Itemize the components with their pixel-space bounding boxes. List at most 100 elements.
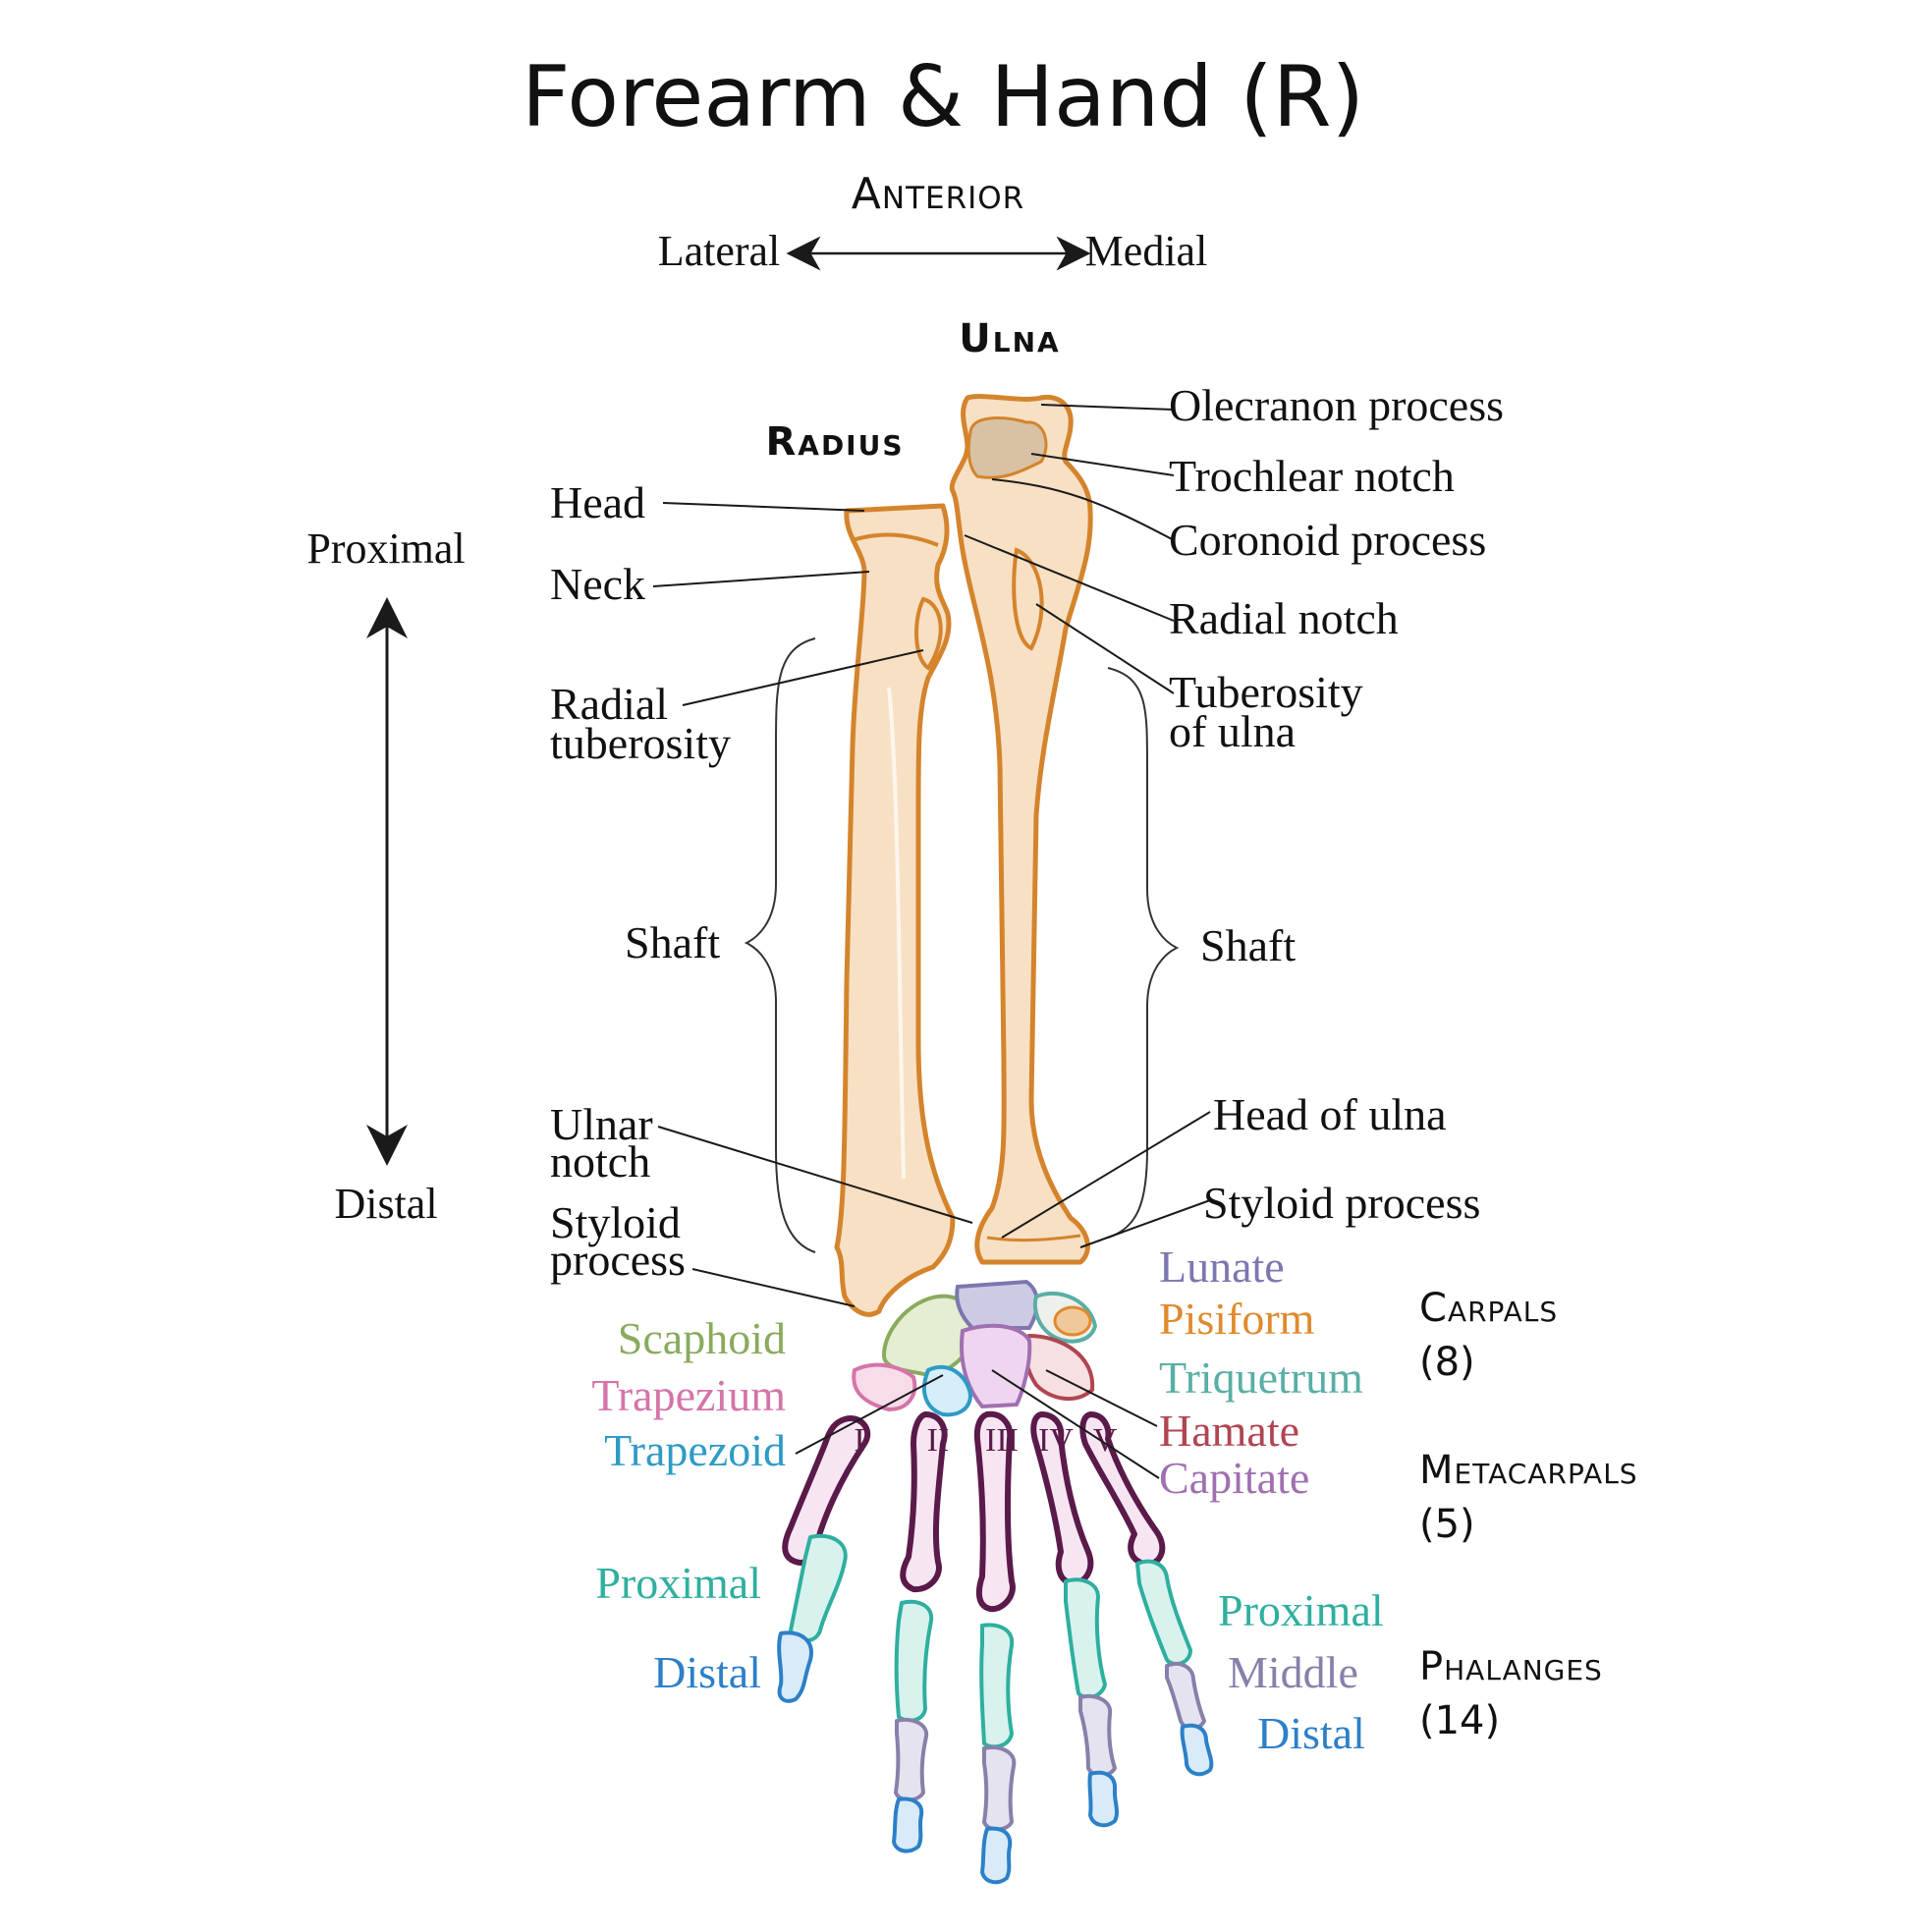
metacarpal-numeral-v: V bbox=[1093, 1422, 1118, 1459]
medial-label: Medial bbox=[1085, 227, 1208, 275]
ring-proximal-phalanx bbox=[1064, 1577, 1107, 1700]
label-radial-tuberosity-1: Radial bbox=[550, 679, 668, 729]
thumb-proximal-phalanx bbox=[789, 1533, 848, 1643]
label-ulna-tuberosity-1: Tuberosity bbox=[1169, 667, 1363, 717]
ulna-bone bbox=[949, 394, 1093, 1265]
label-radius-styloid-1: Styloid bbox=[550, 1197, 681, 1247]
ulna-head-line bbox=[986, 1234, 1081, 1242]
label-finger-proximal: Proximal bbox=[1218, 1585, 1384, 1635]
little-distal-phalanx bbox=[1180, 1723, 1214, 1777]
trapezium-bone bbox=[852, 1362, 917, 1412]
label-head: Head bbox=[550, 477, 645, 527]
index-distal-phalanx bbox=[892, 1796, 924, 1853]
label-trapezium: Trapezium bbox=[591, 1370, 786, 1420]
leader-olecranon bbox=[1040, 404, 1175, 411]
metacarpal-numeral-iv: IV bbox=[1038, 1422, 1074, 1459]
ring-distal-phalanx bbox=[1087, 1770, 1119, 1828]
label-neck: Neck bbox=[550, 559, 645, 609]
carpal-labels: Lunate Pisiform Triquetrum Hamate Capita… bbox=[591, 1242, 1363, 1503]
leader-ulna-tuberosity bbox=[1035, 603, 1175, 694]
leader-head-of-ulna bbox=[1001, 1111, 1211, 1239]
label-radius-styloid-2: process bbox=[550, 1235, 686, 1285]
label-scaphoid: Scaphoid bbox=[618, 1313, 786, 1363]
radius-title: Radius bbox=[765, 419, 904, 465]
leader-trapezoid bbox=[795, 1374, 944, 1455]
label-triquetrum: Triquetrum bbox=[1159, 1352, 1363, 1403]
label-radial-notch: Radial notch bbox=[1169, 593, 1399, 643]
label-finger-middle: Middle bbox=[1228, 1647, 1358, 1697]
pisiform-inner bbox=[1053, 1305, 1092, 1337]
group-phalanges: Phalanges bbox=[1419, 1644, 1603, 1689]
metacarpal-numerals: I II III IV V bbox=[854, 1422, 1117, 1459]
index-proximal-phalanx bbox=[894, 1600, 934, 1723]
middle-proximal-phalanx bbox=[979, 1623, 1015, 1749]
group-phalanges-count: (14) bbox=[1419, 1698, 1500, 1743]
group-carpals: Carpals bbox=[1419, 1286, 1558, 1331]
phalanx-labels: Proximal Distal Proximal Middle Distal bbox=[595, 1558, 1383, 1758]
label-trapezoid: Trapezoid bbox=[604, 1425, 786, 1475]
thumb-distal-phalanx bbox=[777, 1630, 813, 1703]
label-ulna-styloid: Styloid process bbox=[1203, 1178, 1480, 1228]
page-title: Forearm & Hand (R) bbox=[522, 48, 1364, 146]
label-ulnar-notch-1: Ulnar bbox=[550, 1099, 653, 1149]
group-carpals-count: (8) bbox=[1419, 1340, 1475, 1385]
radius-shaft-highlight bbox=[887, 687, 906, 1180]
metacarpal-ii bbox=[900, 1411, 948, 1593]
metacarpal-numeral-i: I bbox=[854, 1422, 864, 1459]
radial-tuberosity-shape bbox=[914, 596, 943, 671]
olecranon-shape bbox=[966, 416, 1048, 479]
leader-radius-styloid bbox=[691, 1268, 856, 1307]
view-label: Anterior bbox=[852, 169, 1024, 219]
ulna-shaft-brace bbox=[1107, 667, 1180, 1239]
leader-radial-notch bbox=[964, 534, 1175, 622]
lunate-bone bbox=[955, 1279, 1039, 1330]
ulna-shape bbox=[949, 394, 1093, 1265]
little-middle-phalanx bbox=[1165, 1661, 1206, 1731]
group-metacarpals: Metacarpals bbox=[1419, 1448, 1638, 1493]
metacarpal-bones bbox=[782, 1410, 1166, 1613]
phalanx-bones bbox=[777, 1533, 1214, 1885]
leader-coronoid bbox=[991, 478, 1175, 541]
metacarpal-numeral-iii: III bbox=[985, 1422, 1019, 1459]
distal-axis-label: Distal bbox=[334, 1180, 437, 1228]
radius-shaft-brace bbox=[744, 637, 816, 1253]
label-thumb-proximal: Proximal bbox=[595, 1558, 761, 1608]
index-middle-phalanx bbox=[894, 1717, 929, 1802]
label-hamate: Hamate bbox=[1159, 1406, 1299, 1456]
radius-bone bbox=[834, 503, 956, 1317]
radius-shape bbox=[834, 503, 956, 1317]
capitate-bone bbox=[960, 1323, 1032, 1409]
radius-head-line bbox=[852, 532, 939, 547]
label-pisiform: Pisiform bbox=[1159, 1294, 1315, 1344]
group-labels: Carpals (8) Metacarpals (5) Phalanges (1… bbox=[1419, 1286, 1638, 1743]
leader-lines bbox=[652, 404, 1211, 1479]
label-radius-shaft: Shaft bbox=[625, 917, 720, 967]
leader-head bbox=[662, 502, 865, 512]
middle-distal-phalanx bbox=[980, 1826, 1013, 1885]
proximal-label: Proximal bbox=[306, 524, 465, 573]
radius-labels: Head Neck Radial tuberosity Shaft Ulnar … bbox=[550, 477, 731, 1285]
label-ulna-tuberosity-2: of ulna bbox=[1169, 706, 1296, 756]
ulna-title: Ulna bbox=[959, 316, 1060, 361]
ulna-labels: Olecranon process Trochlear notch Corono… bbox=[1169, 380, 1504, 1228]
carpal-bones bbox=[852, 1279, 1098, 1417]
metacarpal-i bbox=[782, 1415, 871, 1566]
leader-trochlear bbox=[1030, 453, 1175, 476]
label-trochlear: Trochlear notch bbox=[1169, 451, 1455, 501]
label-head-of-ulna: Head of ulna bbox=[1213, 1089, 1447, 1139]
leader-ulna-styloid bbox=[1079, 1199, 1211, 1248]
leader-radial-tuberosity bbox=[682, 649, 924, 706]
ring-middle-phalanx bbox=[1078, 1694, 1117, 1778]
group-metacarpals-count: (5) bbox=[1419, 1502, 1475, 1547]
label-lunate: Lunate bbox=[1159, 1242, 1285, 1292]
label-capitate: Capitate bbox=[1159, 1453, 1309, 1503]
leader-hamate bbox=[1045, 1369, 1158, 1427]
leader-neck bbox=[652, 571, 870, 587]
middle-middle-phalanx bbox=[982, 1745, 1017, 1832]
leader-capitate bbox=[991, 1369, 1160, 1479]
label-thumb-distal: Distal bbox=[653, 1647, 761, 1697]
label-finger-distal: Distal bbox=[1257, 1708, 1365, 1758]
leader-ulnar-notch bbox=[657, 1126, 973, 1224]
little-proximal-phalanx bbox=[1135, 1559, 1192, 1667]
